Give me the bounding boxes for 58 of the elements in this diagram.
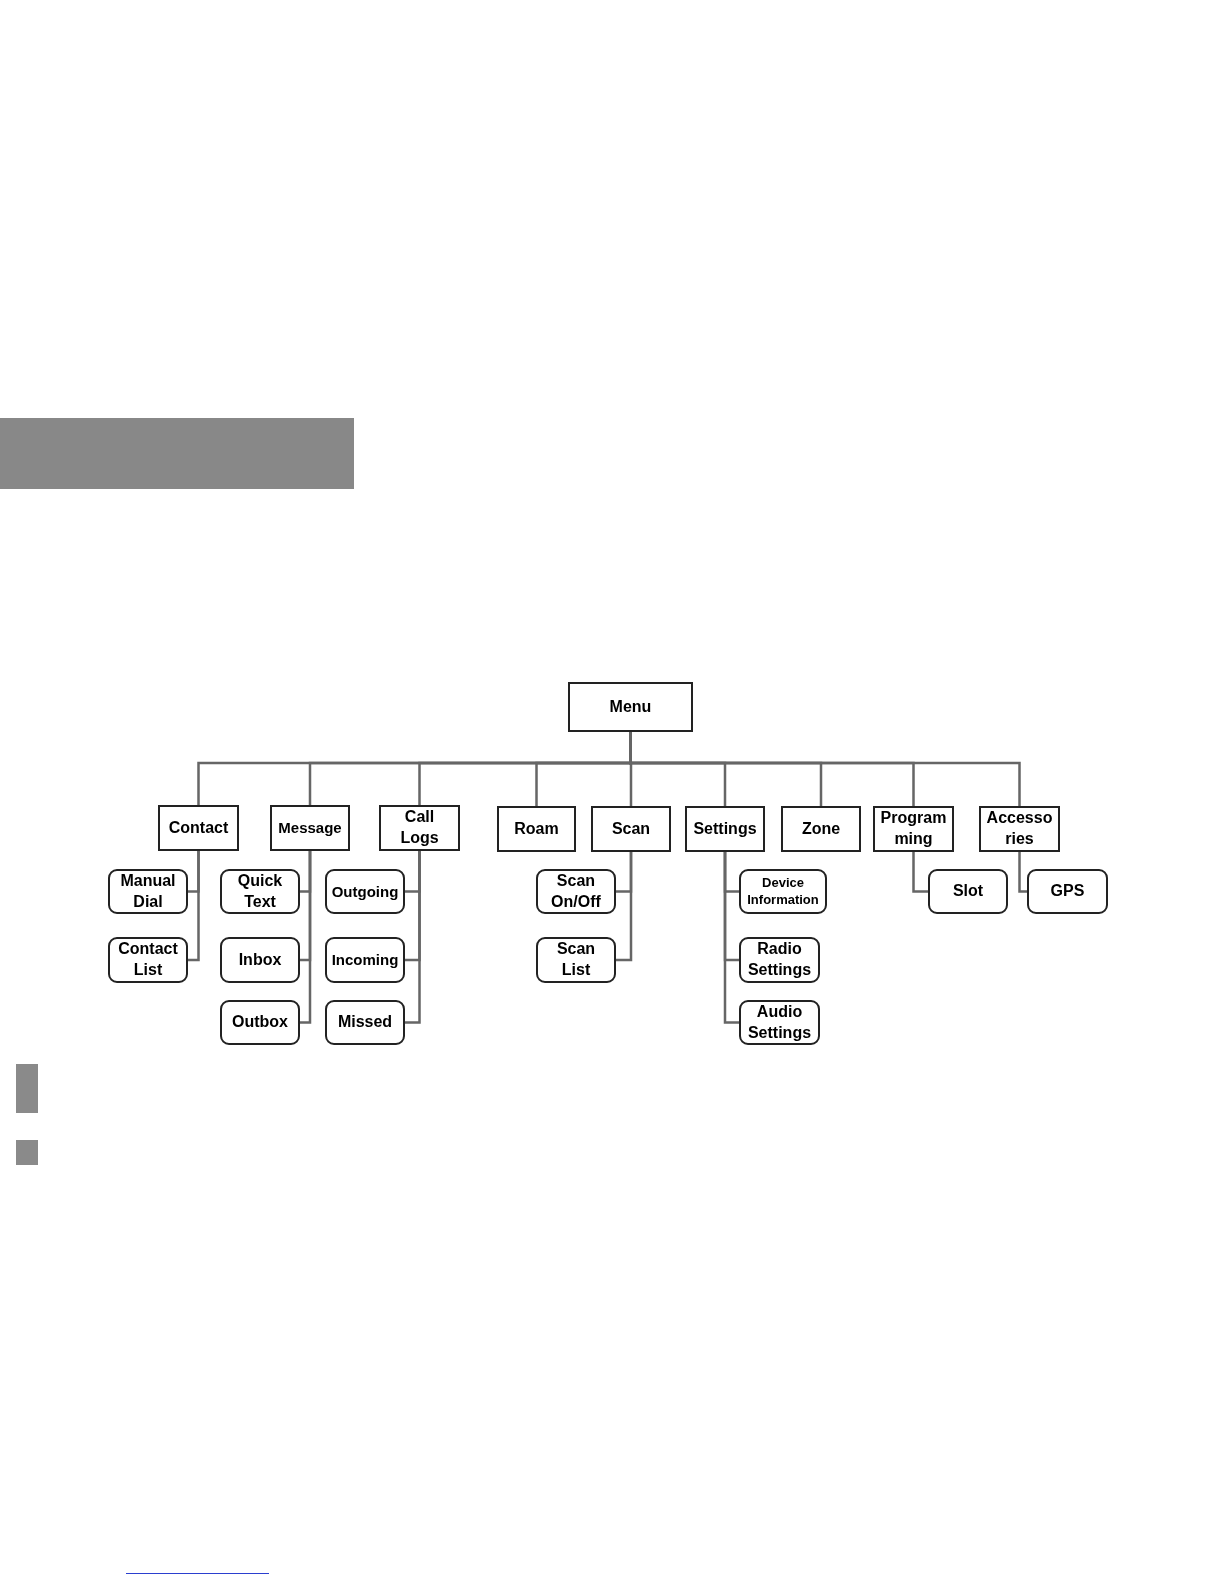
menu-label: Radio Settings (747, 939, 812, 980)
submenu-box (325, 1000, 405, 1045)
connector-line (1018, 852, 1027, 893)
connector-line (300, 851, 312, 1024)
submenu-box (536, 869, 616, 914)
menu-label: Message (278, 818, 342, 838)
submenu-box (108, 869, 188, 914)
submenu-box (108, 937, 188, 983)
menu-box (979, 806, 1060, 852)
menu-box (568, 682, 693, 732)
submenu-box (220, 937, 300, 983)
submenu-box (325, 869, 405, 914)
menu-label: Device Information (747, 874, 819, 909)
menu-box (158, 805, 239, 851)
submenu-box (325, 937, 405, 983)
connector-line (405, 851, 421, 1024)
menu-box (497, 806, 576, 852)
menu-label: Audio Settings (747, 1001, 812, 1043)
connector-line (616, 852, 633, 962)
menu-box (873, 806, 954, 852)
submenu-box (536, 937, 616, 983)
menu-label: Incoming (331, 950, 399, 970)
submenu-box (1027, 869, 1108, 914)
submenu-box (220, 869, 300, 914)
menu-label: Inbox (238, 949, 282, 970)
menu-label: Roam (514, 818, 559, 839)
menu-label: Outbox (232, 1012, 288, 1033)
menu-label: Call Logs (400, 807, 439, 848)
menu-label: Contact List (118, 939, 178, 980)
menu-label: Menu (609, 696, 652, 717)
menu-box (270, 805, 350, 851)
menu-label: Accesso ries (986, 808, 1053, 849)
menu-label: Quick Text (237, 870, 283, 912)
menu-label: Manual Dial (120, 870, 176, 912)
connector-line (912, 852, 928, 893)
menu-label: Contact (168, 817, 229, 838)
submenu-box (739, 937, 820, 983)
submenu-box (928, 869, 1008, 914)
menu-box (781, 806, 861, 852)
submenu-box (220, 1000, 300, 1045)
connector-line (723, 852, 739, 1024)
menu-label: Zone (801, 818, 841, 839)
menu-label: Scan (611, 818, 651, 839)
menu-label: Missed (337, 1012, 393, 1033)
menu-box (591, 806, 671, 852)
menu-box (379, 805, 460, 851)
menu-label: Outgoing (331, 881, 399, 902)
menu-box (685, 806, 765, 852)
menu-label: Scan List (556, 939, 596, 980)
submenu-box (739, 869, 827, 914)
connector-line (188, 851, 200, 962)
menu-label: GPS (1050, 881, 1085, 902)
menu-label: Settings (693, 818, 757, 839)
menu-label: Slot (952, 881, 984, 902)
menu-label: Scan On/Off (551, 870, 601, 912)
menu-label: Program ming (880, 808, 947, 849)
submenu-box (739, 1000, 820, 1045)
connector-line (629, 732, 1021, 806)
